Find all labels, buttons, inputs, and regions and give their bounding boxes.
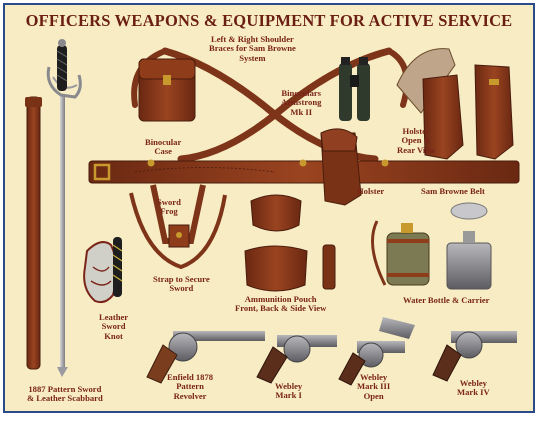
label-line: System xyxy=(239,52,266,63)
label-line: Webley xyxy=(359,372,388,382)
enfield-revolver xyxy=(146,331,265,384)
label-line: Mark I xyxy=(275,390,302,401)
label-line: Knot xyxy=(104,330,123,341)
label-water-bottle: Water Bottle & Carrier xyxy=(403,295,490,305)
label-line: Webley xyxy=(459,378,487,388)
label-line: & Leather Scabbard xyxy=(27,393,103,404)
webley-mark-iii-open xyxy=(338,317,415,386)
ammunition-pouch xyxy=(244,194,336,292)
label-line: Enfield 1878 xyxy=(167,372,214,382)
leather-scabbard xyxy=(25,96,42,370)
label-line: Braces for Sam Browne xyxy=(209,43,296,54)
label-line: Pattern xyxy=(176,381,204,392)
label-line: Ammunition Pouch xyxy=(244,294,317,304)
label-sword-knot: Leather Sword Knot xyxy=(99,312,129,341)
label-line: Front, Back & Side View xyxy=(235,303,327,314)
label-holster-views: Holster Open & Rear View xyxy=(397,126,436,155)
label-line: Frog xyxy=(160,206,178,217)
poster-title: OFFICERS WEAPONS & EQUIPMENT FOR ACTIVE … xyxy=(25,11,513,30)
belt-holster xyxy=(320,128,362,206)
label-line: Water Bottle & Carrier xyxy=(403,295,490,305)
sword-knot xyxy=(83,237,123,304)
label-ammunition-pouch: Ammunition Pouch Front, Back & Side View xyxy=(235,294,327,314)
label-line: Open xyxy=(363,390,384,401)
holster-open-rear xyxy=(396,48,514,160)
label-line: Holster xyxy=(357,186,385,196)
label-holster: Holster xyxy=(357,186,385,196)
label-line: Case xyxy=(154,146,172,157)
label-line: Sword xyxy=(101,321,126,332)
sam-browne-belt xyxy=(88,159,520,184)
label-line: Armstrong xyxy=(281,97,322,108)
water-bottle-carrier xyxy=(371,202,492,290)
label-line: Mk II xyxy=(290,106,313,117)
pattern-sword xyxy=(46,39,82,377)
binoculars xyxy=(339,57,370,121)
label-sam-browne-belt: Sam Browne Belt xyxy=(421,186,485,196)
label-line: Left & Right Shoulder xyxy=(210,34,294,44)
label-webley-mark-i: Webley Mark I xyxy=(275,381,303,401)
label-line: Webley xyxy=(275,381,303,391)
label-line: Binoculars xyxy=(281,88,322,98)
label-shoulder-braces: Left & Right Shoulder Braces for Sam Bro… xyxy=(209,34,296,63)
label-line: Mark IV xyxy=(457,387,490,398)
label-line: Sword xyxy=(157,197,181,207)
label-line: Strap to Secure xyxy=(153,274,210,284)
label-line: Rear View xyxy=(397,144,436,155)
label-line: Sword xyxy=(169,283,194,294)
webley-mark-i xyxy=(256,335,337,384)
label-line: 1887 Pattern Sword xyxy=(28,384,102,394)
label-line: Holster xyxy=(402,126,430,136)
label-enfield-revolver: Enfield 1878 Pattern Revolver xyxy=(167,372,214,401)
label-line: Sam Browne Belt xyxy=(421,186,485,196)
webley-mark-iv xyxy=(432,331,517,382)
label-line: Mark III xyxy=(357,381,391,392)
label-binocular-case: Binocular Case xyxy=(145,137,182,157)
label-line: Binocular xyxy=(145,137,182,147)
label-line: Revolver xyxy=(173,390,207,401)
label-strap-secure-sword: Strap to Secure Sword xyxy=(153,274,210,294)
sword-frog xyxy=(129,184,227,270)
binocular-case xyxy=(138,58,196,122)
illustration-canvas xyxy=(25,39,520,386)
label-webley-mark-iv: Webley Mark IV xyxy=(457,378,490,398)
label-line: Leather xyxy=(99,312,129,322)
label-sword-frog: Sword Frog xyxy=(157,197,181,217)
label-pattern-sword: 1887 Pattern Sword & Leather Scabbard xyxy=(27,384,103,404)
label-binoculars: Binoculars Armstrong Mk II xyxy=(281,88,322,117)
label-webley-mark-iii: Webley Mark III Open xyxy=(357,372,391,401)
label-line: Open & xyxy=(401,135,431,146)
equipment-poster: OFFICERS WEAPONS & EQUIPMENT FOR ACTIVE … xyxy=(3,3,535,413)
